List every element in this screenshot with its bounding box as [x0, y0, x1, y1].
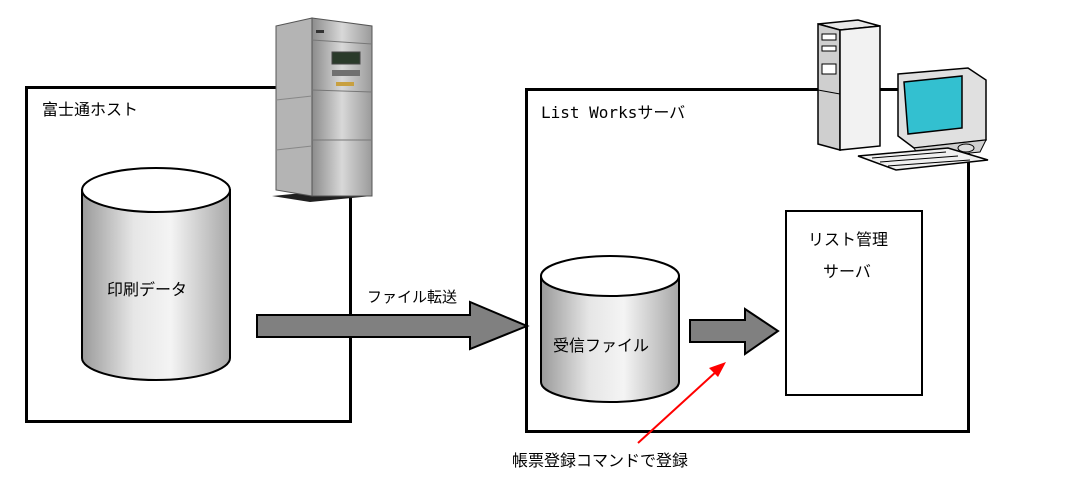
- print-data-label: 印刷データ: [107, 280, 188, 299]
- mainframe-icon: [272, 17, 373, 202]
- received-file-cylinder: [540, 255, 680, 403]
- register-arrow: [689, 307, 780, 356]
- command-red-arrow: [637, 362, 726, 444]
- list-manager-label-2: サーバ: [823, 262, 871, 281]
- file-transfer-label: ファイル転送: [367, 288, 458, 306]
- list-manager-box: [785, 210, 923, 396]
- received-file-label: 受信ファイル: [553, 336, 650, 355]
- print-data-cylinder: [81, 167, 231, 381]
- command-label: 帳票登録コマンドで登録: [512, 451, 689, 470]
- file-transfer-arrow: [256, 300, 530, 351]
- server-workstation-icon: [817, 19, 989, 171]
- host-title: 富士通ホスト: [42, 100, 139, 119]
- list-manager-label-1: リスト管理: [808, 230, 889, 249]
- server-title: List Worksサーバ: [541, 103, 686, 122]
